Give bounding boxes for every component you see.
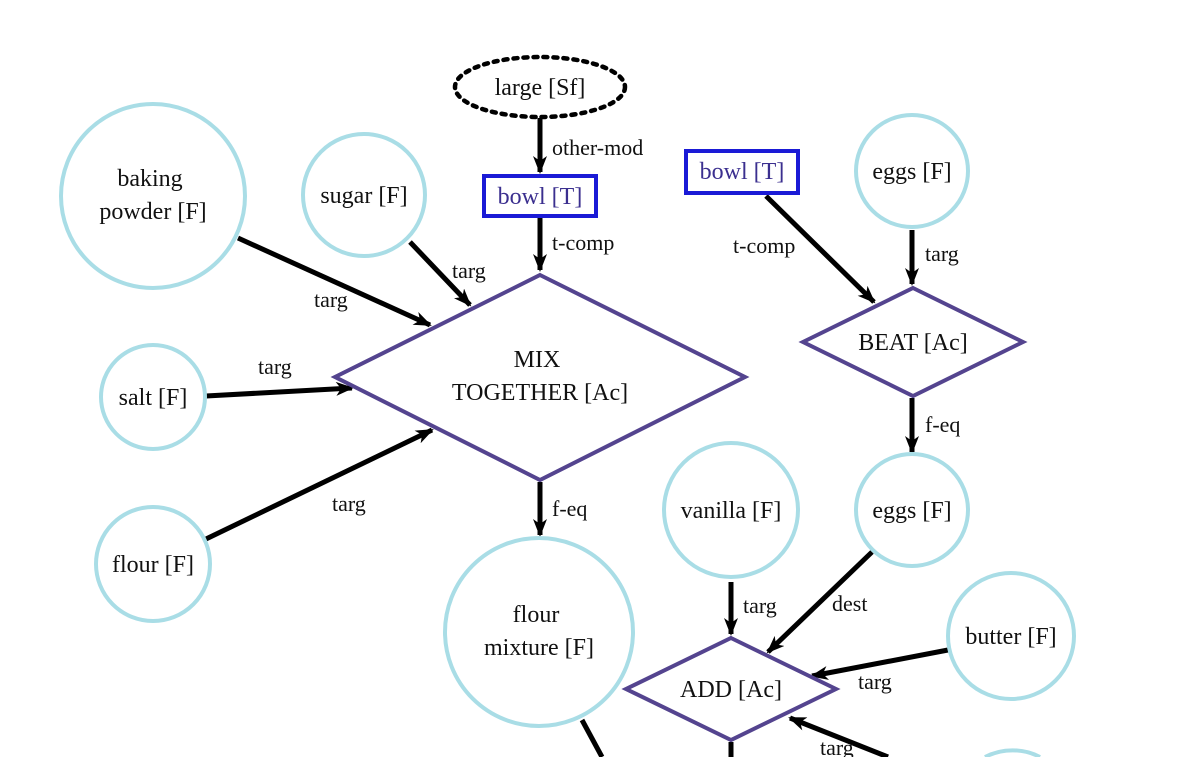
node-add-shape xyxy=(621,635,841,743)
node-vanilla: vanilla [F] xyxy=(662,441,800,579)
node-salt: salt [F] xyxy=(99,343,207,451)
node-eggs2: eggs [F] xyxy=(854,452,970,568)
node-mix-together-line1: MIX xyxy=(514,347,561,373)
edge-label-eggs2-add: dest xyxy=(832,591,867,616)
node-mix-together: MIX TOGETHER [Ac] xyxy=(330,272,750,483)
edge-label-vanilla-add: targ xyxy=(743,593,777,618)
node-salt-shape xyxy=(99,343,207,451)
node-sugar: sugar [F] xyxy=(301,132,427,258)
node-bowl1-shape xyxy=(482,174,598,218)
node-sugar-label: sugar [F] xyxy=(320,183,407,209)
node-vanilla-label: vanilla [F] xyxy=(681,498,782,524)
edge-label-eggs1-beat: targ xyxy=(925,241,959,266)
node-eggs1-label: eggs [F] xyxy=(872,159,951,185)
node-mix-together-label: MIX TOGETHER [Ac] xyxy=(452,347,628,406)
edges xyxy=(204,118,949,757)
node-partial-bottom-right-shape xyxy=(984,748,1041,757)
edge-label-lower-add: targ xyxy=(820,735,854,757)
node-flour: flour [F] xyxy=(94,505,212,623)
node-salt-label: salt [F] xyxy=(119,385,188,411)
node-flour-label: flour [F] xyxy=(112,552,194,578)
node-butter-shape xyxy=(946,571,1076,701)
node-baking-powder-shape xyxy=(59,102,247,290)
node-flour-mixture-line1: flour xyxy=(513,602,560,628)
edge-bowl2-beat xyxy=(764,194,876,304)
node-mix-together-shape xyxy=(330,272,750,483)
node-large: large [Sf] xyxy=(452,54,628,120)
node-bowl2-shape xyxy=(684,149,800,195)
node-flour-mixture: flour mixture [F] xyxy=(443,536,635,728)
edge-butter-add xyxy=(810,647,949,680)
node-beat-label: BEAT [Ac] xyxy=(858,330,968,356)
node-flour-shape xyxy=(94,505,212,623)
edge-baking-powder-mix xyxy=(236,235,432,328)
node-beat: BEAT [Ac] xyxy=(798,285,1028,399)
node-baking-powder-line2: powder [F] xyxy=(99,199,206,225)
node-eggs1: eggs [F] xyxy=(854,113,970,229)
node-large-shape xyxy=(452,54,628,120)
node-baking-powder: baking powder [F] xyxy=(59,102,247,290)
edge-label-mix-flour-mixture: f-eq xyxy=(552,496,587,521)
node-beat-shape xyxy=(798,285,1028,399)
edge-sugar-mix xyxy=(408,240,472,307)
node-eggs2-shape xyxy=(854,452,970,568)
edge-label-butter-add: targ xyxy=(858,669,892,694)
node-flour-mixture-line2: mixture [F] xyxy=(484,635,594,661)
node-add-label: ADD [Ac] xyxy=(680,677,782,703)
edge-label-bowl1-mix: t-comp xyxy=(552,230,614,255)
node-eggs2-label: eggs [F] xyxy=(872,498,951,524)
node-add: ADD [Ac] xyxy=(621,635,841,743)
node-butter-label: butter [F] xyxy=(965,624,1056,650)
edge-eggs2-add xyxy=(766,550,874,654)
node-partial-bottom-right xyxy=(984,748,1041,757)
node-bowl1-label: bowl [T] xyxy=(498,184,583,210)
node-vanilla-shape xyxy=(662,441,800,579)
node-large-label: large [Sf] xyxy=(495,75,586,101)
node-bowl1: bowl [T] xyxy=(482,174,598,218)
edge-lower-add xyxy=(788,715,889,757)
node-flour-mixture-label: flour mixture [F] xyxy=(484,602,594,661)
node-mix-together-line2: TOGETHER [Ac] xyxy=(452,380,628,406)
edge-labels: other-mod t-comp targ targ targ targ f-e… xyxy=(258,135,960,757)
node-eggs1-shape xyxy=(854,113,970,229)
edge-label-beat-eggs2: f-eq xyxy=(925,412,960,437)
node-flour-mixture-shape xyxy=(443,536,635,728)
node-bowl2-label: bowl [T] xyxy=(700,159,785,185)
edge-label-bowl2-beat: t-comp xyxy=(733,233,795,258)
node-sugar-shape xyxy=(301,132,427,258)
edge-label-salt-mix: targ xyxy=(258,354,292,379)
edge-label-large-bowl1: other-mod xyxy=(552,135,643,160)
edge-label-sugar-mix: targ xyxy=(452,258,486,283)
node-baking-powder-label: baking powder [F] xyxy=(99,166,206,225)
node-baking-powder-line1: baking xyxy=(117,166,182,192)
edge-salt-mix xyxy=(205,381,354,399)
node-butter: butter [F] xyxy=(946,571,1076,701)
edge-flour-mix xyxy=(204,427,434,542)
edge-flour-mixture-out xyxy=(579,718,605,757)
edge-label-baking-powder-mix: targ xyxy=(314,287,348,312)
edge-label-flour-mix: targ xyxy=(332,491,366,516)
node-bowl2: bowl [T] xyxy=(684,149,800,195)
